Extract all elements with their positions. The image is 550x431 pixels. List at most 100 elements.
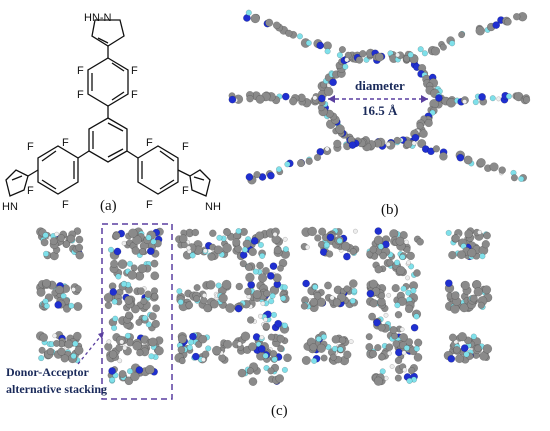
atom-sphere — [395, 236, 405, 246]
atom-sphere — [314, 234, 322, 242]
atom-sphere — [416, 238, 424, 246]
atom-sphere — [42, 232, 49, 239]
atom-sphere — [126, 260, 133, 267]
atom-sphere — [246, 367, 254, 375]
atom-sphere — [202, 248, 208, 254]
atom-sphere — [146, 247, 155, 255]
atom-sphere — [317, 94, 326, 103]
atom-sphere — [282, 236, 288, 242]
atom-sphere — [444, 279, 453, 288]
atom-sphere — [103, 293, 114, 303]
atom-sphere — [481, 240, 490, 249]
atom-sphere — [257, 241, 264, 248]
atom-sphere — [68, 302, 75, 309]
atom-sphere — [260, 301, 266, 306]
atom-sphere — [43, 250, 50, 257]
atom-sphere — [460, 344, 469, 352]
atom-sphere — [324, 146, 330, 152]
atom-sphere — [177, 345, 186, 354]
atom-sphere — [366, 289, 375, 298]
atom-sphere — [151, 292, 159, 300]
atom-sphere — [338, 336, 347, 344]
atom-sphere — [186, 245, 192, 251]
atom-sphere — [399, 253, 406, 260]
atom-sphere — [281, 92, 290, 101]
atom-sphere — [145, 234, 152, 241]
atom-sphere — [408, 367, 416, 375]
atom-sphere — [272, 231, 278, 237]
atom-sphere — [311, 357, 318, 364]
atom-sphere — [296, 33, 303, 40]
atom-sphere — [476, 158, 486, 168]
atom-sphere — [400, 285, 407, 292]
atom-sphere — [522, 96, 531, 104]
top-phenyl-ring — [87, 57, 129, 107]
atom-sphere — [460, 280, 470, 290]
atom-sphere — [369, 245, 378, 254]
atom-sphere — [127, 270, 137, 280]
atom-sphere — [108, 367, 116, 375]
atom-sphere — [75, 235, 84, 244]
atom-sphere — [448, 333, 457, 342]
atom-sphere — [152, 304, 161, 313]
atom-sphere — [122, 345, 128, 351]
atom-sphere — [246, 316, 255, 324]
atom-sphere — [205, 345, 212, 352]
atom-sphere — [140, 297, 148, 305]
atom-sphere — [404, 304, 414, 314]
stacking-label-line2: alternative stacking — [6, 382, 107, 396]
atom-sphere — [248, 377, 258, 386]
atom-sphere — [120, 281, 127, 288]
atom-sphere — [343, 285, 351, 293]
atom-sphere — [407, 51, 414, 58]
atom-sphere — [479, 351, 489, 361]
atom-sphere — [235, 228, 242, 235]
atom-sphere — [150, 271, 160, 281]
atom-sphere — [223, 228, 231, 237]
atom-sphere — [128, 228, 138, 238]
atom-sphere — [482, 344, 493, 354]
atom-sphere — [267, 333, 275, 341]
atom-sphere — [276, 334, 285, 343]
atom-sphere — [57, 347, 66, 356]
right-pyrazole-label: NH — [205, 201, 221, 213]
atom-sphere — [276, 166, 283, 173]
atom-sphere — [300, 302, 309, 310]
atom-sphere — [341, 241, 351, 251]
atom-sphere — [206, 280, 216, 290]
atom-sphere — [218, 293, 228, 303]
atom-sphere — [111, 325, 118, 332]
atom-sphere — [326, 250, 334, 258]
atom-sphere — [43, 303, 50, 310]
atom-sphere — [464, 229, 473, 239]
atom-sphere — [39, 333, 49, 342]
atom-sphere — [215, 282, 222, 289]
atom-sphere — [323, 86, 334, 97]
atom-sphere — [38, 346, 46, 354]
atom-sphere — [108, 350, 118, 359]
atom-sphere — [135, 318, 143, 326]
atom-sphere — [198, 334, 208, 344]
atom-sphere — [267, 171, 275, 180]
atom-sphere — [135, 366, 144, 374]
atom-sphere — [378, 292, 386, 300]
atom-sphere — [413, 353, 423, 362]
atom-sphere — [505, 93, 512, 100]
atom-sphere — [201, 350, 210, 359]
f-label: F — [182, 141, 189, 153]
atom-sphere — [365, 333, 373, 341]
f-label: F — [62, 199, 69, 211]
atom-sphere — [124, 295, 134, 305]
atom-sphere — [483, 231, 491, 240]
atom-sphere — [403, 345, 410, 352]
atom-sphere — [331, 335, 340, 344]
atom-sphere — [343, 350, 352, 359]
atom-sphere — [250, 237, 259, 245]
atom-sphere — [474, 344, 482, 352]
atom-sphere — [267, 367, 275, 375]
atom-sphere — [272, 21, 281, 30]
atom-sphere — [352, 228, 358, 234]
atom-sphere — [406, 260, 411, 266]
atom-sphere — [316, 41, 325, 50]
atom-sphere — [42, 278, 51, 288]
